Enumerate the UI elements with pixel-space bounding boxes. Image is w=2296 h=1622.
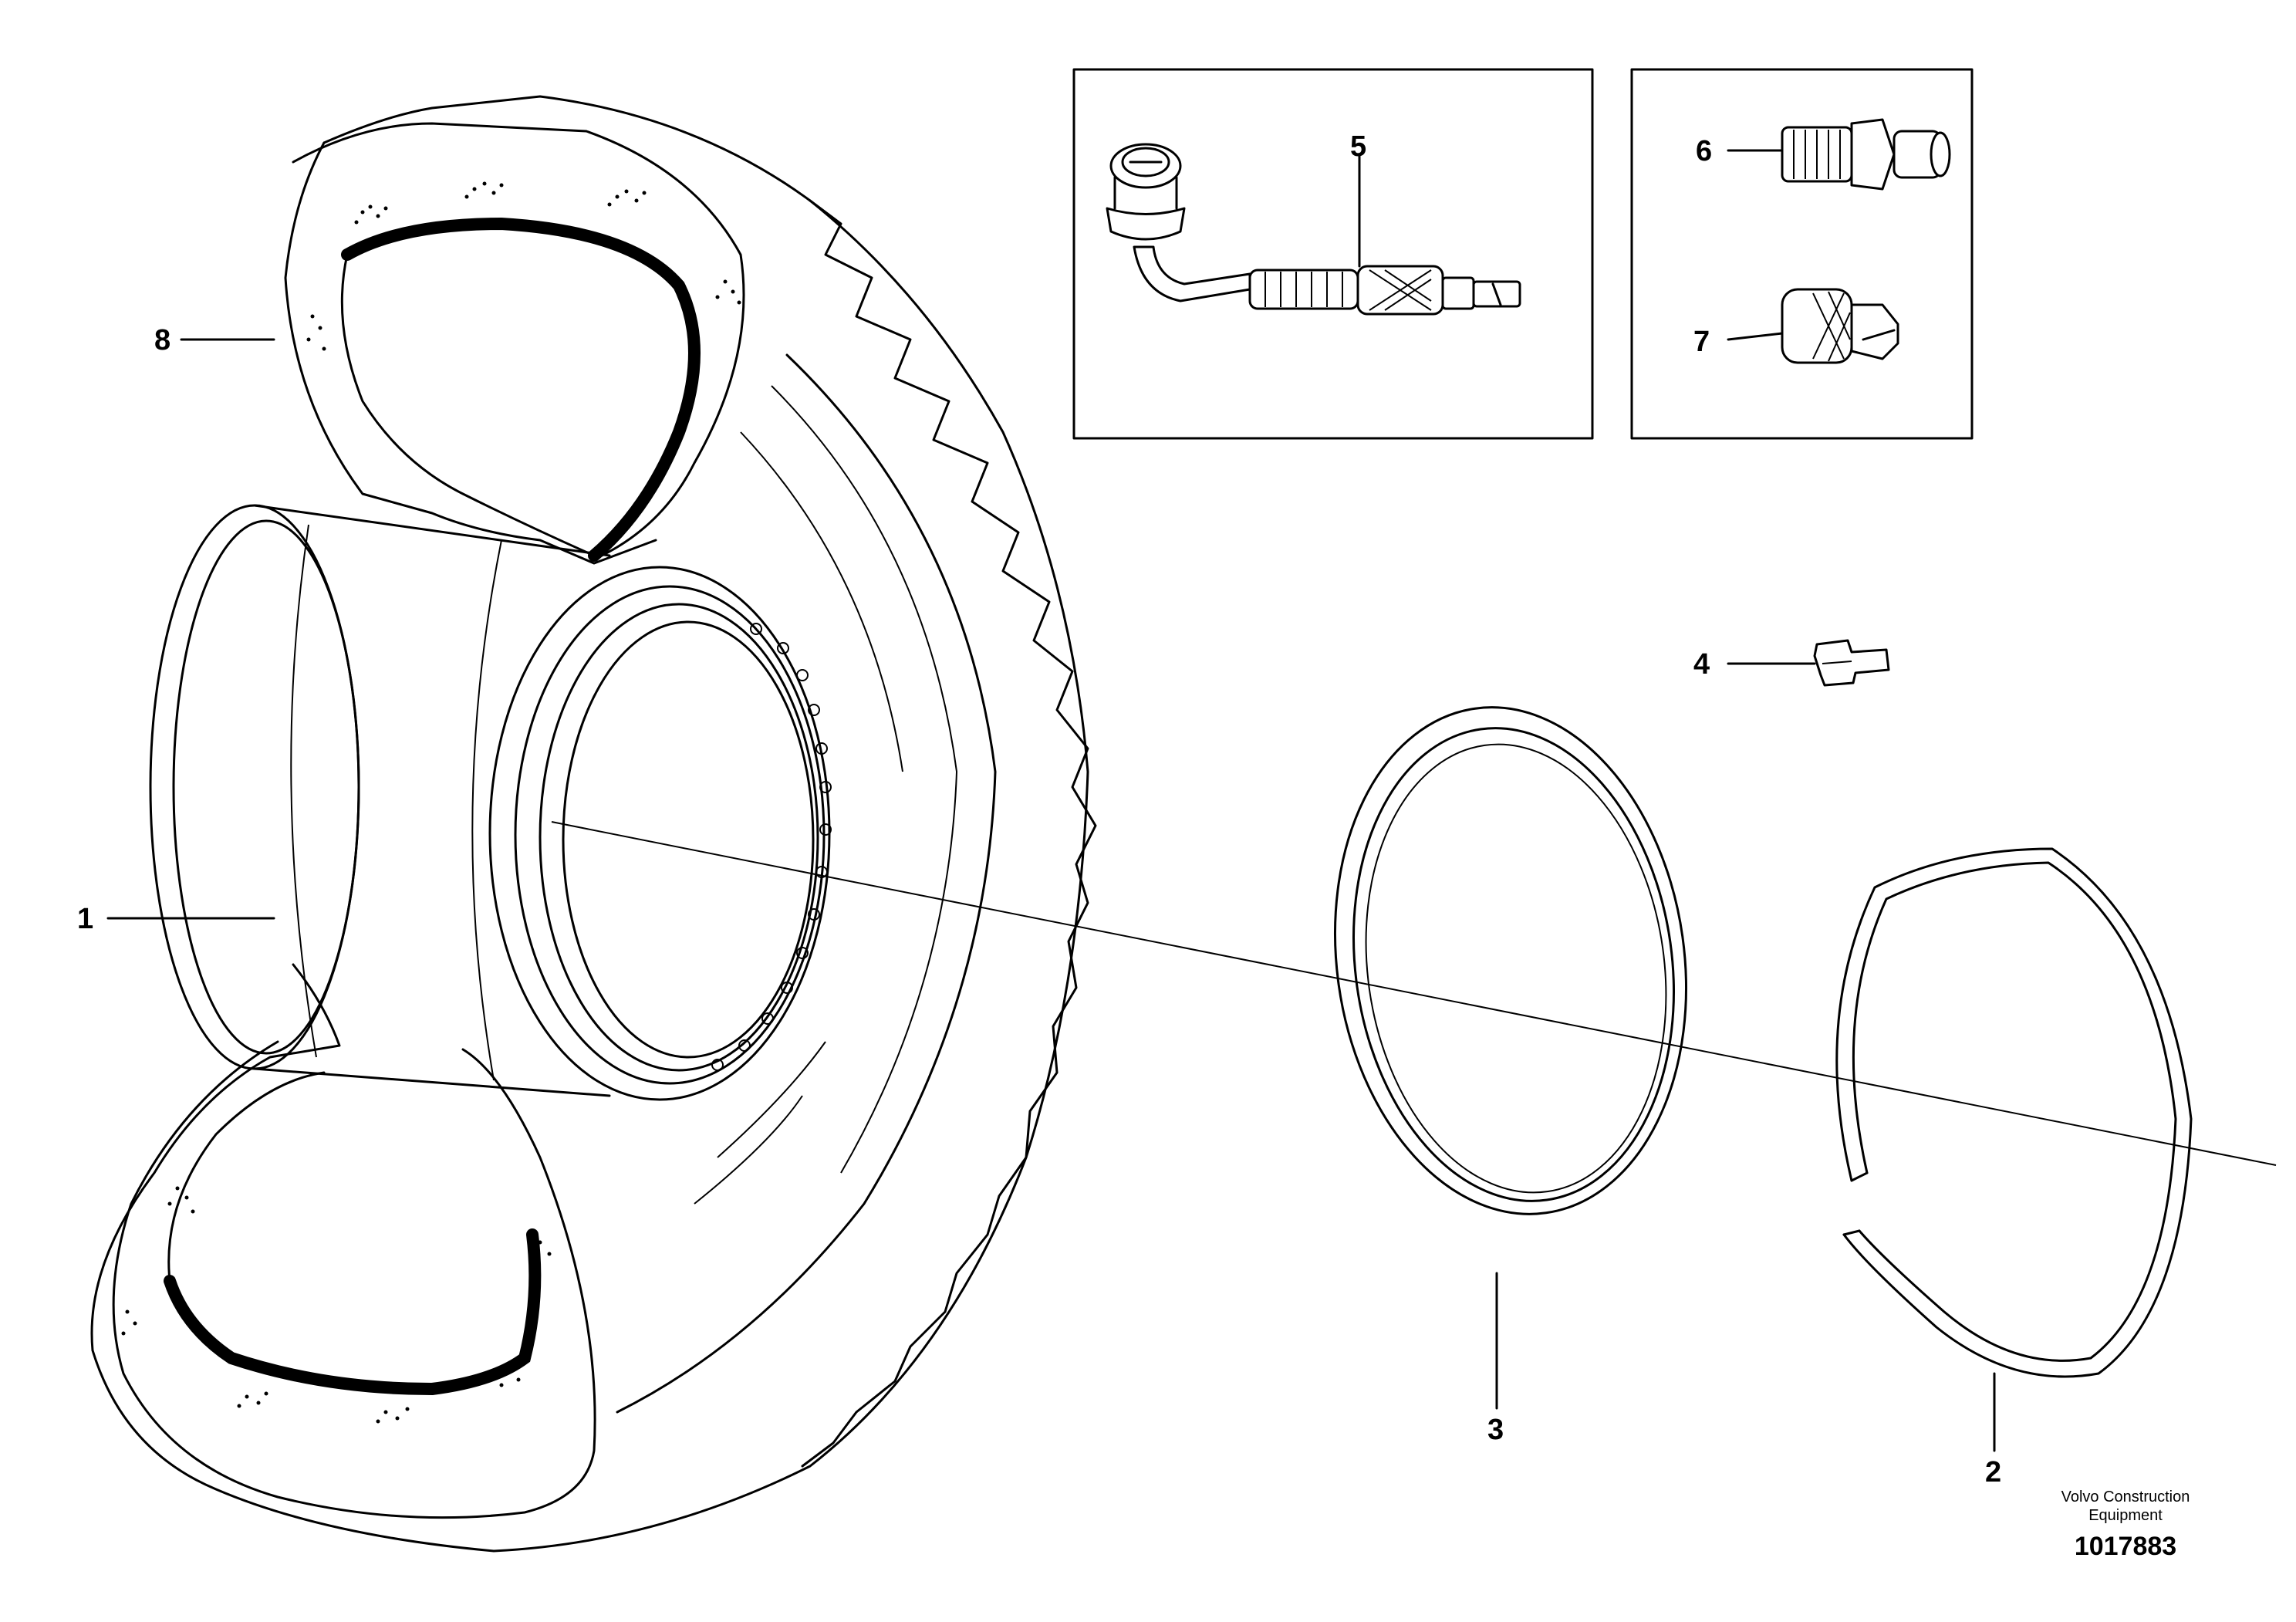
callout-6: 6	[1696, 135, 1712, 167]
valve-detail-box	[1072, 68, 1594, 440]
callout-1: 1	[77, 903, 93, 935]
leader-lines	[106, 149, 1996, 1452]
callout-5: 5	[1350, 130, 1366, 163]
valve-drawing	[1106, 143, 1521, 316]
callout-3: 3	[1487, 1414, 1504, 1446]
callout-4: 4	[1693, 648, 1710, 681]
callout-2: 2	[1985, 1456, 2001, 1489]
callout-7: 7	[1693, 326, 1710, 358]
fittings-detail-box	[1630, 68, 1974, 440]
brand-caption-line2: Equipment	[2088, 1507, 2163, 1524]
rim-bolt-holes	[711, 623, 832, 1071]
lock-ring-drawing	[1334, 706, 1687, 1215]
split-ring-drawing	[1835, 847, 2193, 1378]
assembly-axis-line	[551, 821, 2277, 1166]
drawing-number: 1017883	[2075, 1532, 2176, 1561]
rubber-stipple	[121, 181, 741, 1424]
adapter-fitting-drawing	[1781, 118, 1951, 191]
callout-8: 8	[154, 324, 171, 357]
valve-cap-drawing	[1781, 288, 1899, 364]
brand-caption-line1: Volvo Construction	[2061, 1489, 2190, 1505]
tire-drawing	[90, 95, 1097, 1553]
block-part-drawing	[1813, 639, 1890, 687]
rim-drawing	[149, 504, 831, 1101]
